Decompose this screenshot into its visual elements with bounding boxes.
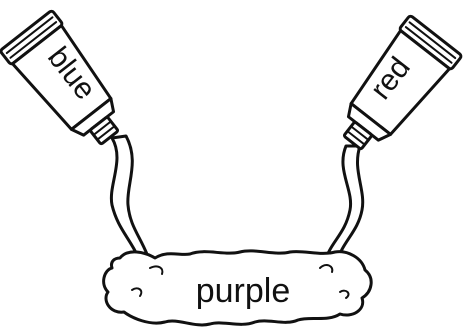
purple-paint-blob: purple [104,251,372,325]
purple-label: purple [196,272,291,310]
blue-paint-tube: blue [0,10,136,158]
left-paint-stream [111,136,150,262]
right-paint-stream [325,146,363,262]
red-paint-tube: red [326,15,462,163]
